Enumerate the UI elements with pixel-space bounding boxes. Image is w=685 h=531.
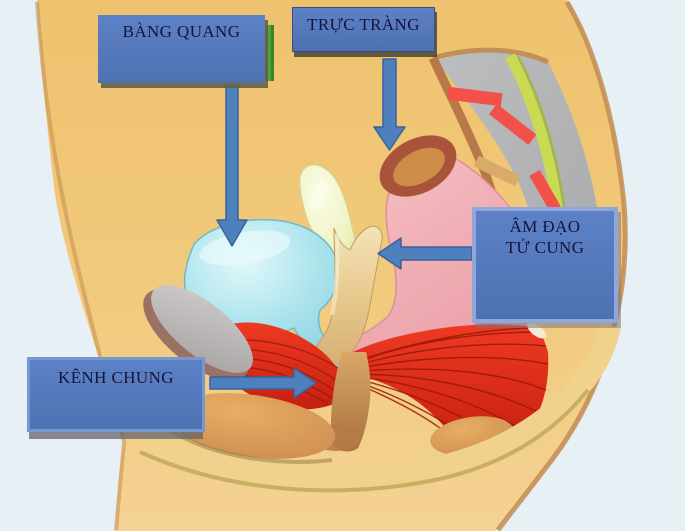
- disc-marker-3: [473, 155, 521, 187]
- vagina-highlight: [330, 233, 340, 316]
- label-truc-trang: TRỰC TRÀNG: [292, 7, 435, 52]
- label-bang-quang: BÀNG QUANG: [98, 15, 265, 83]
- disc-marker-4: [529, 169, 561, 213]
- label-am-dao-line2: TỬ CUNG: [505, 238, 585, 258]
- coccyx-tip: [527, 323, 547, 339]
- skin-fold-band: [137, 323, 621, 491]
- body-edge-right: [496, 0, 628, 531]
- skin-fold-shadow: [139, 388, 590, 493]
- bladder-group: [183, 218, 359, 371]
- perineal-mound-left: [168, 393, 336, 459]
- pubic-bone-shape: [151, 285, 253, 373]
- bladder-highlight: [199, 230, 291, 266]
- arrow-am-dao-tu-cung: [377, 237, 473, 270]
- disc-marker-2: [488, 103, 537, 145]
- label-kenh-chung-text: KÊNH CHUNG: [58, 368, 174, 387]
- label-am-dao-tu-cung: ÂM ĐẠO TỬ CUNG: [472, 207, 618, 323]
- disc-marker-1: [447, 86, 503, 107]
- rectum-opening-lumen: [393, 147, 445, 187]
- arrow-truc-trang: [373, 58, 406, 151]
- arrow-bang-quang: [216, 85, 248, 247]
- uterus-group: [299, 164, 358, 266]
- label-bang-quang-text: BÀNG QUANG: [122, 22, 241, 41]
- label-am-dao-line1: ÂM ĐẠO: [509, 217, 581, 236]
- green-strip: [262, 25, 274, 81]
- label-kenh-chung: KÊNH CHUNG: [27, 357, 205, 432]
- mound-left-shadow: [168, 428, 333, 464]
- arrow-kenh-chung: [209, 367, 317, 399]
- pubic-bone-group: [143, 285, 253, 381]
- uterus-highlight: [308, 181, 328, 211]
- label-truc-trang-text: TRỰC TRÀNG: [307, 15, 420, 34]
- sacrum-top-edge: [432, 47, 550, 65]
